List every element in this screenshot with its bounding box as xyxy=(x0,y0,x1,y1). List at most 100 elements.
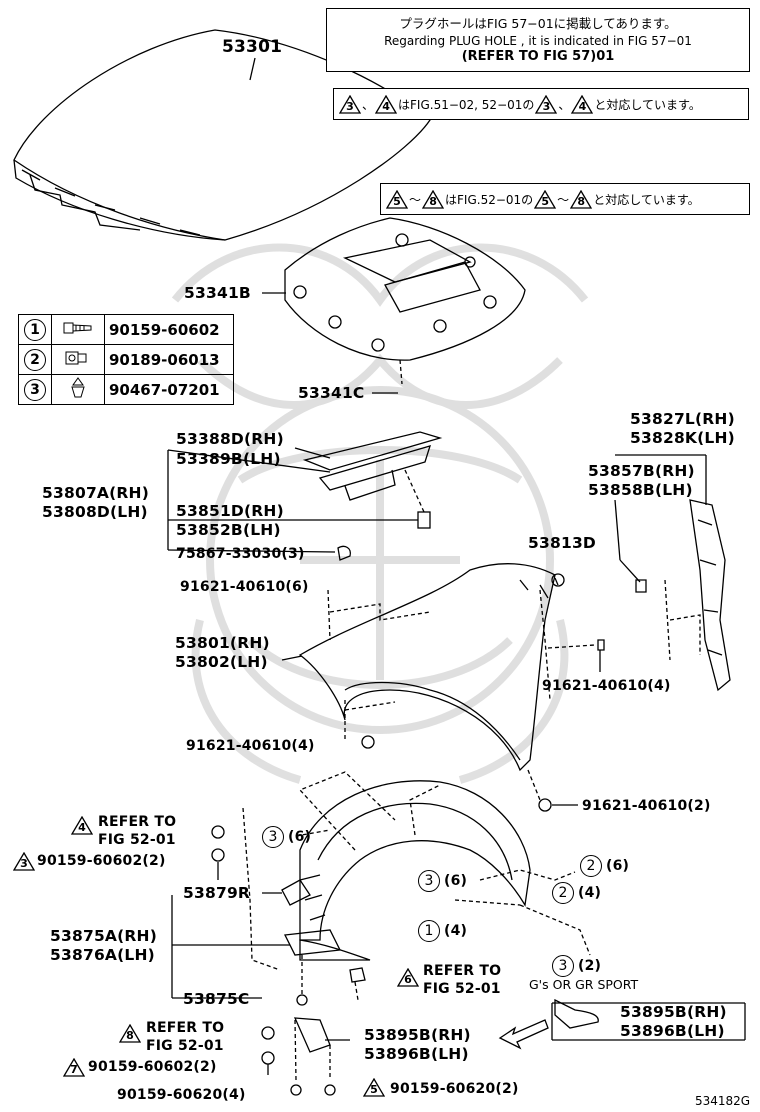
refer-to-text: REFER TO xyxy=(423,963,502,979)
part-label-53388d[interactable]: 53388D(RH) xyxy=(176,430,284,448)
part-label-75867[interactable]: 75867-33030(3) xyxy=(176,546,305,562)
part-label-53896b[interactable]: 53896B(LH) xyxy=(364,1045,469,1063)
side-bracket-shape xyxy=(635,499,731,692)
part-label-53857b[interactable]: 53857B(RH) xyxy=(588,462,695,480)
triangle-8-icon: 8 xyxy=(119,1024,141,1043)
part-label-53895b[interactable]: 53895B(RH) xyxy=(364,1026,471,1044)
triangle-5-icon: 5 xyxy=(534,189,557,209)
triangle-4-icon: 4 xyxy=(571,94,594,114)
triangle-7-icon: 7 xyxy=(63,1058,85,1077)
ref-note-text: はFIG.51−02, 52−01の xyxy=(398,97,535,112)
fender-liner-shape xyxy=(284,780,531,961)
part-label-91621-b[interactable]: 91621-40610(4) xyxy=(542,678,671,694)
triangle-8-icon: 8 xyxy=(422,189,445,209)
part-label-53875a[interactable]: 53875A(RH) xyxy=(50,927,157,945)
hood-shape xyxy=(13,29,431,241)
part-label-53341b[interactable]: 53341B xyxy=(184,284,251,302)
ref-note-5-8: 5 〜 8 はFIG.52−01の 5 〜 8 と対応しています。 xyxy=(380,183,750,215)
ref-note-text: と対応しています。 xyxy=(594,97,701,112)
callout-3-icon: 3 xyxy=(262,826,284,848)
part-label-91621-a[interactable]: 91621-40610(6) xyxy=(180,579,309,595)
ref-note-3-4: 3 、 4 はFIG.51−02, 52−01の 3 、 4 と対応しています。 xyxy=(333,88,749,120)
callout-3-qty-2: 3 (2) xyxy=(552,955,601,977)
part-label-90159-d[interactable]: 90159-60620(2) xyxy=(390,1081,519,1097)
callout-3-qty-6: 3 (6) xyxy=(262,826,311,848)
fastener-part-number[interactable]: 90189-06013 xyxy=(104,344,234,375)
part-label-53807a[interactable]: 53807A(RH) xyxy=(42,484,149,502)
triangle-3-icon: 3 xyxy=(339,94,361,114)
refer-note-4: 4 xyxy=(70,816,94,835)
callout-qty: (6) xyxy=(288,829,312,845)
callout-1-icon: 1 xyxy=(418,920,440,942)
triangle-4-icon: 4 xyxy=(375,94,398,114)
fastener-part-number[interactable]: 90159-60602 xyxy=(104,314,234,345)
clip-icon xyxy=(71,376,85,397)
refer-to-text: REFER TO xyxy=(98,814,177,830)
part-label-53875c[interactable]: 53875C xyxy=(183,990,250,1008)
plug-hole-note-ref: (REFER TO FIG 57)01 xyxy=(461,49,615,64)
ref-note-sep: 〜 xyxy=(409,192,422,207)
part-label-53895b-right[interactable]: 53895B(RH) xyxy=(620,1003,727,1021)
part-label-53879r[interactable]: 53879R xyxy=(183,884,251,902)
part-label-91621-d[interactable]: 91621-40610(2) xyxy=(582,798,711,814)
part-label-90159-a[interactable]: 90159-60602(2) xyxy=(37,853,166,869)
fastener-part-number[interactable]: 90467-07201 xyxy=(104,374,234,405)
triangle-3-icon: 3 xyxy=(535,94,558,114)
part-label-53828k[interactable]: 53828K(LH) xyxy=(630,429,735,447)
plug-hole-note: プラグホールはFIG 57−01に掲載してあります。 Regarding PLU… xyxy=(326,8,750,72)
callout-2-icon: 2 xyxy=(552,882,574,904)
plug-hole-note-en: Regarding PLUG HOLE , it is indicated in… xyxy=(384,34,692,48)
triangle-3-icon: 3 xyxy=(13,852,35,871)
part-label-53341c[interactable]: 53341C xyxy=(298,384,365,402)
part-label-53813d[interactable]: 53813D xyxy=(528,534,596,552)
part-label-53301[interactable]: 53301 xyxy=(222,37,283,57)
refer-note-6: 6 xyxy=(396,968,420,987)
fig-ref-link[interactable]: FIG 52-01 xyxy=(146,1038,224,1054)
refer-note-8: 8 xyxy=(118,1024,142,1043)
callout-2-qty-4: 2 (4) xyxy=(552,882,601,904)
fig-ref-link[interactable]: FIG 52-01 xyxy=(423,981,501,997)
callout-2-icon: 2 xyxy=(24,348,46,371)
part-label-53801[interactable]: 53801(RH) xyxy=(175,634,270,652)
ref-note-text: と対応しています。 xyxy=(593,192,700,207)
callout-3-icon: 3 xyxy=(552,955,574,977)
part-label-90159-c[interactable]: 90159-60620(4) xyxy=(117,1087,246,1103)
part-label-53851d[interactable]: 53851D(RH) xyxy=(176,502,284,520)
screw-icon xyxy=(63,322,92,333)
triangle-4-icon: 4 xyxy=(71,816,93,835)
figure-code: 534182G xyxy=(695,1094,751,1108)
triangle-5-icon: 5 xyxy=(386,189,408,209)
part-label-53896b-right[interactable]: 53896B(LH) xyxy=(620,1022,725,1040)
part-label-90159-b[interactable]: 90159-60602(2) xyxy=(88,1059,217,1075)
ref-note-sep: 〜 xyxy=(557,192,570,207)
callout-1-qty-4: 1 (4) xyxy=(418,920,467,942)
callout-qty: (2) xyxy=(578,958,602,974)
nut-icon xyxy=(65,351,87,364)
refer-note-3: 3 xyxy=(12,852,36,871)
part-label-53852b[interactable]: 53852B(LH) xyxy=(176,521,281,539)
ref-note-sep: 、 xyxy=(558,97,571,112)
part-label-53802[interactable]: 53802(LH) xyxy=(175,653,268,671)
part-label-91621-c[interactable]: 91621-40610(4) xyxy=(186,738,315,754)
callout-2-icon: 2 xyxy=(580,855,602,877)
callout-1-icon: 1 xyxy=(24,318,46,341)
ref-note-text: はFIG.52−01の xyxy=(445,192,534,207)
part-label-53808d[interactable]: 53808D(LH) xyxy=(42,503,148,521)
triangle-8-icon: 8 xyxy=(570,189,593,209)
part-label-53858b[interactable]: 53858B(LH) xyxy=(588,481,693,499)
callout-3-icon: 3 xyxy=(24,378,46,401)
fastener-table: 1 90159-60602 2 90189-06013 3 90467-0720… xyxy=(18,314,234,405)
watermark-emblem xyxy=(171,243,589,784)
callout-qty: (4) xyxy=(578,885,602,901)
plug-hole-note-jp: プラグホールはFIG 57−01に掲載してあります。 xyxy=(399,16,677,31)
part-label-53827l[interactable]: 53827L(RH) xyxy=(630,410,735,428)
variant-note: G's OR GR SPORT xyxy=(529,977,639,992)
fastener-row: 1 90159-60602 xyxy=(18,314,234,345)
fig-ref-link[interactable]: FIG 52-01 xyxy=(98,832,176,848)
part-label-53876a[interactable]: 53876A(LH) xyxy=(50,946,155,964)
part-label-53389b[interactable]: 53389B(LH) xyxy=(176,450,281,468)
callout-3-icon: 3 xyxy=(418,870,440,892)
refer-note-5: 5 xyxy=(362,1078,386,1097)
